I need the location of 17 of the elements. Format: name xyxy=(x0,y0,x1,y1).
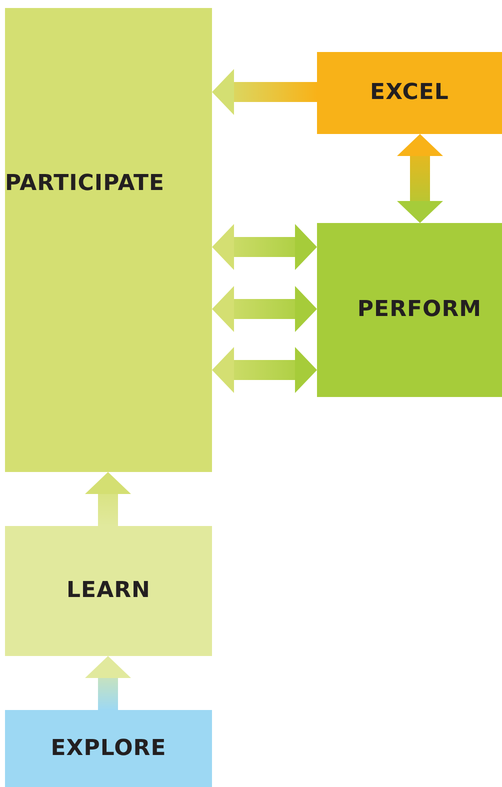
box-label: EXCEL xyxy=(370,79,449,107)
arrow xyxy=(85,656,131,710)
arrow xyxy=(85,472,131,526)
process-box xyxy=(317,223,502,397)
box-label: LEARN xyxy=(66,577,150,605)
process-box xyxy=(5,526,212,656)
arrow xyxy=(212,286,317,332)
arrow xyxy=(212,224,317,270)
process-box xyxy=(317,52,502,134)
box-label: PARTICIPATE xyxy=(5,170,165,198)
process-box xyxy=(5,710,212,787)
arrow xyxy=(212,347,317,393)
box-label: EXPLORE xyxy=(50,734,166,762)
arrow xyxy=(212,69,317,115)
box-label: PERFORM xyxy=(357,296,482,324)
process-box xyxy=(5,8,212,472)
arrow xyxy=(397,134,443,223)
